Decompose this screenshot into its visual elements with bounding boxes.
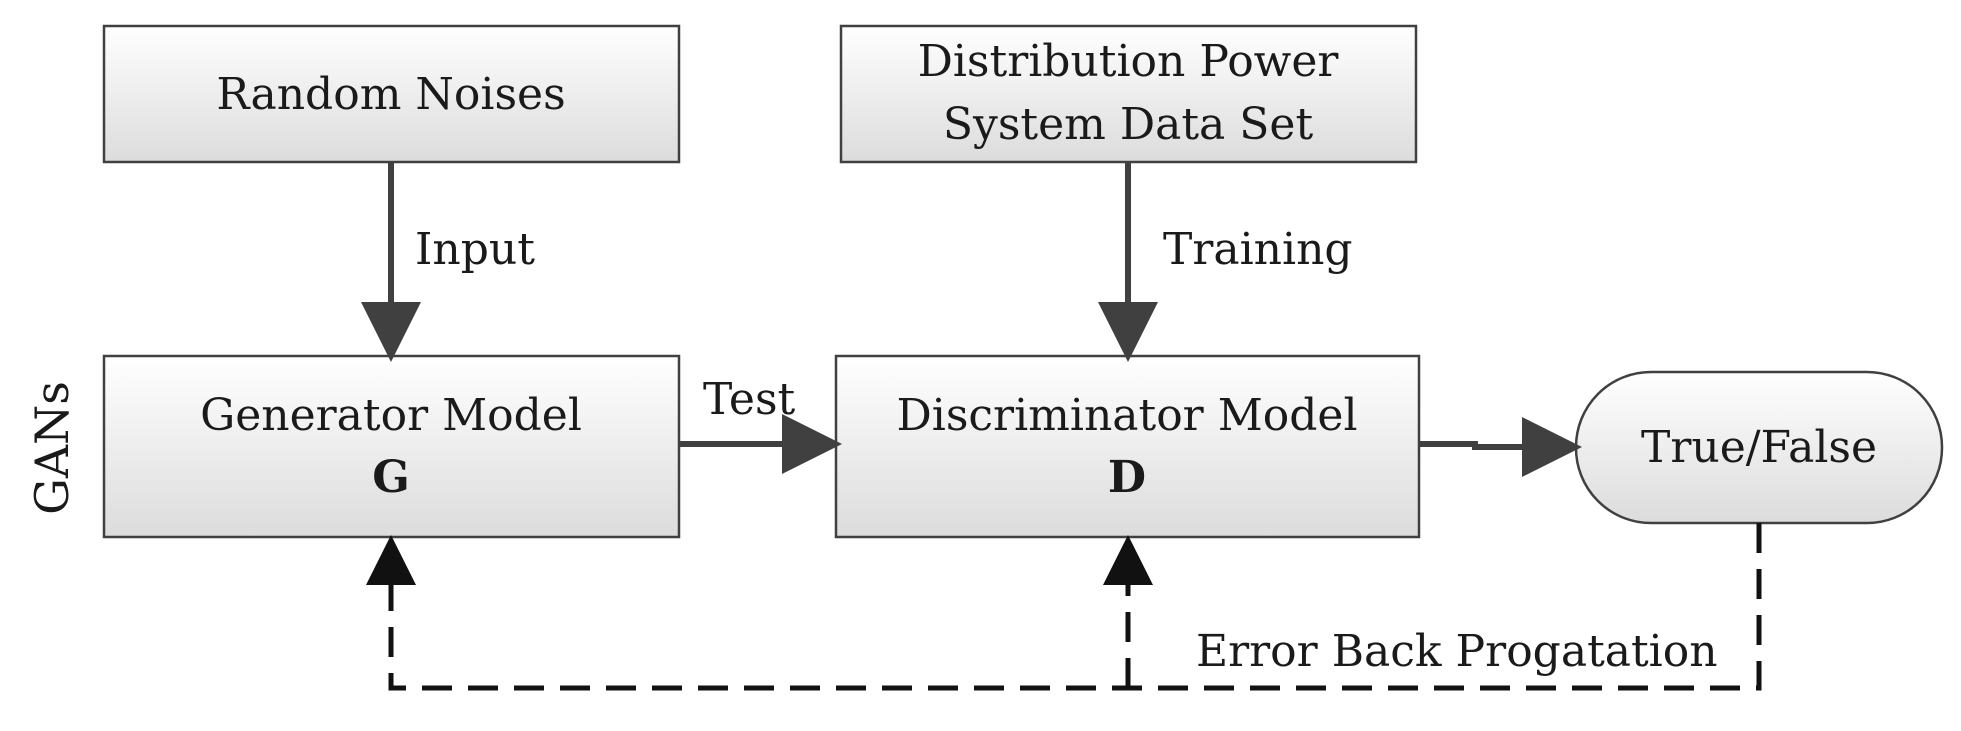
error-backprop-label: Error Back Progatation <box>1196 626 1718 677</box>
dataset-label-line2: System Data Set <box>943 99 1314 150</box>
discriminator-label: Discriminator Model <box>896 390 1357 441</box>
test-label: Test <box>703 374 796 425</box>
gans-side-label: GANs <box>25 381 79 515</box>
input-label: Input <box>415 224 535 275</box>
output-pill: True/False <box>1574 370 1944 525</box>
random-noises-label: Random Noises <box>216 69 565 120</box>
output-arrow <box>1419 417 1582 477</box>
training-label: Training <box>1163 224 1353 275</box>
discriminator-symbol: D <box>1108 452 1146 503</box>
generator-symbol: G <box>372 452 410 503</box>
discriminator-box: Discriminator Model D <box>834 354 1421 539</box>
generator-label: Generator Model <box>200 390 582 441</box>
dataset-box: Distribution Power System Data Set <box>839 24 1418 164</box>
random-noises-box: Random Noises <box>102 24 681 164</box>
output-label: True/False <box>1641 422 1877 473</box>
generator-box: Generator Model G <box>102 354 681 539</box>
dataset-label-line1: Distribution Power <box>918 36 1340 87</box>
error-backprop-path <box>366 523 1762 691</box>
